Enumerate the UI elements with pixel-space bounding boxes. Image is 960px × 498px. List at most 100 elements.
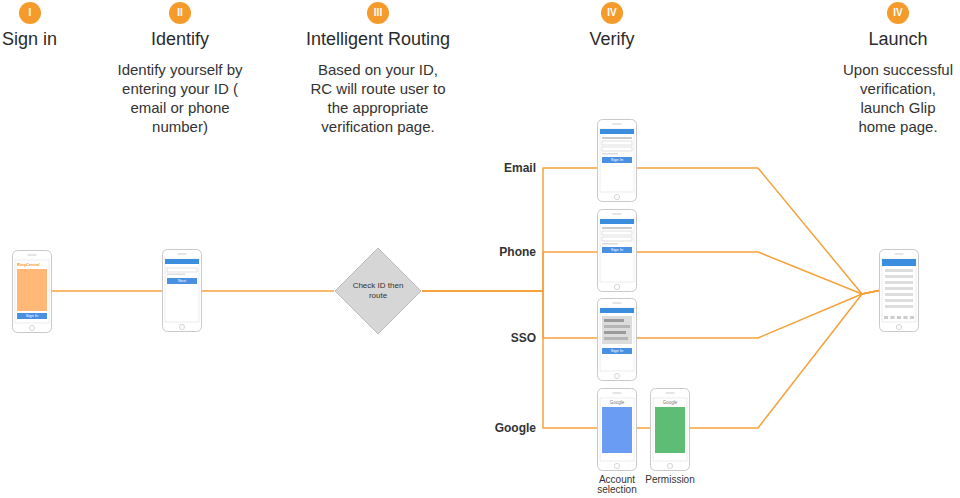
phone-screen-area	[165, 259, 199, 322]
phone-frame	[598, 210, 637, 292]
phone-screen-area	[600, 219, 634, 282]
input-field	[602, 231, 632, 235]
tab-icon	[891, 316, 895, 319]
step-title: Identify	[110, 28, 250, 50]
screen-caption: Permission	[635, 475, 705, 485]
node-outline	[598, 299, 637, 381]
route-label: Google	[493, 421, 538, 435]
header-bar	[600, 308, 634, 313]
phone-home-button	[179, 324, 184, 329]
step-description: Identify yourself by entering your ID ( …	[115, 60, 245, 136]
route-label: SSO	[509, 331, 538, 345]
sso-panel	[602, 316, 632, 344]
phone-screen: Sign In	[597, 298, 637, 381]
diamond-shape	[335, 248, 421, 334]
phone-speaker	[28, 254, 36, 255]
button-text: Sign In	[602, 157, 632, 163]
hint-line	[602, 227, 632, 229]
input-field	[167, 268, 197, 272]
logo-text: RingCentral	[15, 262, 49, 267]
node-outline	[335, 248, 421, 334]
sso-row	[604, 319, 624, 322]
flow-connector	[690, 291, 879, 429]
step-number: II	[169, 2, 191, 24]
phone-screen: GoogleAccount selection	[597, 388, 637, 471]
list-row	[885, 281, 913, 284]
list-row	[885, 305, 913, 308]
node-shape	[597, 298, 637, 381]
account-panel	[602, 407, 632, 453]
list-row	[885, 287, 913, 290]
node-outline	[163, 250, 202, 332]
phone-screen: Next	[162, 249, 202, 332]
tab-icon	[897, 316, 901, 319]
screen-caption: Account selection	[582, 475, 652, 495]
step-title: Sign in	[2, 28, 122, 50]
sso-row	[604, 337, 628, 340]
phone-speaker	[613, 123, 621, 124]
phone-screen-area	[15, 260, 49, 323]
phone-screen: Sign In	[597, 119, 637, 202]
phone-screen: RingCentralSign In	[12, 250, 52, 333]
step-number: I	[19, 2, 41, 24]
list-row	[885, 293, 913, 296]
input-field	[602, 141, 632, 145]
flow-connector	[202, 290, 334, 292]
decision-text: Check ID then route	[348, 281, 408, 301]
phone-speaker	[666, 392, 674, 393]
header-bar	[165, 259, 199, 264]
list-row	[885, 269, 913, 272]
button-text: Sign In	[602, 348, 632, 354]
phone-screen: Sign In	[597, 209, 637, 292]
phone-screen-area	[600, 398, 634, 461]
node-outline	[651, 389, 690, 471]
phone-home-button	[614, 463, 619, 468]
flow-connector	[637, 427, 650, 429]
decision-diamond: Check ID then route	[334, 247, 422, 335]
splash-image	[17, 269, 47, 311]
tab-icon	[904, 316, 908, 319]
step-title: Intelligent Routing	[278, 28, 478, 50]
phone-frame	[598, 120, 637, 202]
step-number: IV	[887, 2, 909, 24]
hint-line	[602, 137, 632, 139]
list-row	[885, 275, 913, 278]
phone-home-button	[614, 284, 619, 289]
node-shape	[162, 249, 202, 332]
flow-connector	[637, 252, 879, 294]
node-outline	[598, 389, 637, 471]
phone-home-button	[614, 373, 619, 378]
phone-screen-area	[653, 398, 687, 461]
screen-title: Google	[653, 400, 687, 405]
phone-frame	[598, 299, 637, 381]
flow-connector	[637, 168, 879, 294]
node-shape	[879, 249, 919, 332]
sso-row	[604, 331, 626, 334]
sso-row	[604, 325, 630, 328]
step-description: Upon successful verification, launch Gli…	[842, 60, 954, 136]
node-outline	[880, 250, 919, 332]
phone-speaker	[613, 302, 621, 303]
flow-connector	[52, 290, 162, 292]
step-number: III	[367, 2, 389, 24]
phone-screen-area	[882, 259, 916, 322]
phone-speaker	[613, 392, 621, 393]
button-text: Next	[167, 278, 197, 284]
phone-screen-area	[600, 308, 634, 371]
route-label: Phone	[497, 245, 538, 259]
phone-frame	[880, 250, 919, 332]
phone-home-button	[896, 324, 901, 329]
header-bar	[882, 259, 916, 266]
phone-speaker	[895, 253, 903, 254]
phone-home-button	[667, 463, 672, 468]
phone-home-button	[29, 325, 34, 330]
phone-frame	[598, 389, 637, 471]
phone-screen-area	[600, 129, 634, 192]
tab-icon	[910, 316, 914, 319]
screen-title: Google	[600, 400, 634, 405]
phone-frame	[13, 251, 52, 333]
hint-line	[602, 153, 618, 155]
step-title: Verify	[552, 28, 672, 50]
step-description: Based on your ID, RC will route user to …	[307, 60, 449, 136]
